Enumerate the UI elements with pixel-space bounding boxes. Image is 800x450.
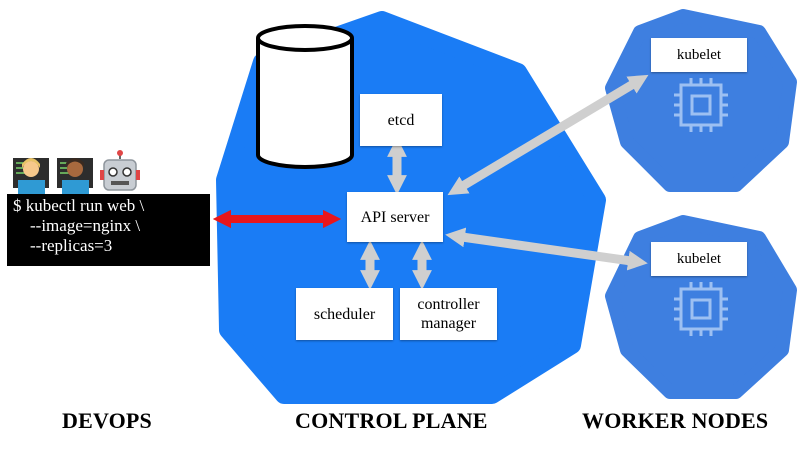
arrow-apiserver-kubelet-2 bbox=[445, 227, 648, 271]
scheduler-label: scheduler bbox=[313, 305, 376, 323]
section-title-devops: DEVOPS bbox=[62, 408, 152, 433]
kubelet-box-1: kubelet bbox=[651, 38, 747, 72]
woman-technologist-icon bbox=[13, 158, 49, 194]
etcd-box: etcd bbox=[360, 94, 442, 146]
man-technologist-icon bbox=[57, 158, 93, 194]
cpu-chip-icon bbox=[674, 282, 728, 336]
arrow-apiserver-kubelet-1 bbox=[447, 74, 649, 196]
kubelet-label-2: kubelet bbox=[676, 250, 722, 267]
kubelet-label-1: kubelet bbox=[676, 46, 722, 63]
terminal-line-3: --replicas=3 bbox=[13, 236, 113, 255]
api-server-box: API server bbox=[347, 192, 443, 242]
kubelet-box-2: kubelet bbox=[651, 242, 747, 276]
api-server-label: API server bbox=[360, 208, 430, 226]
terminal-line-1: $ kubectl run web \ bbox=[13, 196, 145, 215]
controller-manager-label-line1: controller bbox=[417, 296, 480, 313]
database-cylinder-icon bbox=[256, 24, 354, 169]
etcd-label: etcd bbox=[387, 111, 415, 129]
section-title-control-plane: CONTROL PLANE bbox=[295, 408, 488, 433]
scheduler-box: scheduler bbox=[296, 288, 393, 340]
robot-icon bbox=[100, 150, 140, 191]
section-title-worker-nodes: WORKER NODES bbox=[582, 408, 769, 433]
cpu-chip-icon bbox=[674, 78, 728, 132]
controller-manager-box: controller manager bbox=[400, 288, 497, 340]
terminal-line-2: --image=nginx \ bbox=[13, 216, 141, 235]
kubectl-terminal: $ kubectl run web \ --image=nginx \ --re… bbox=[7, 194, 210, 266]
controller-manager-label-line2: manager bbox=[420, 315, 477, 332]
